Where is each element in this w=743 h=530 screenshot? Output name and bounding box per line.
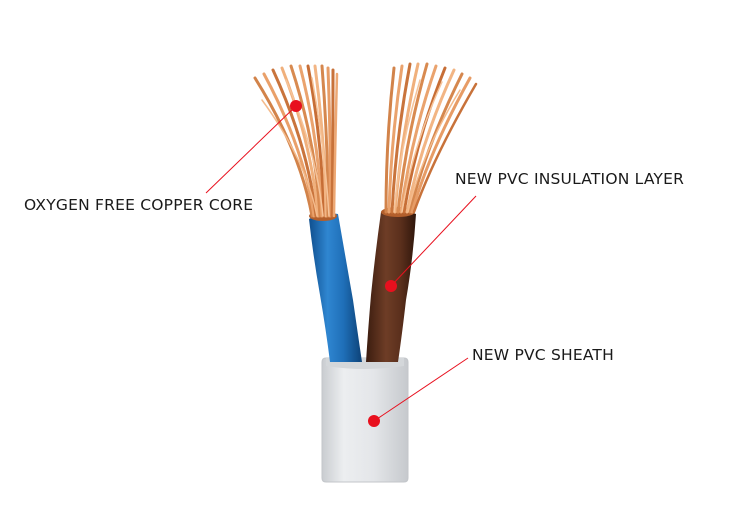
leader-line-sheath	[373, 357, 469, 422]
label-insulation-layer: NEW PVC INSULATION LAYER	[455, 170, 685, 188]
marker-insulation-layer	[385, 280, 397, 292]
copper-strands-right	[384, 62, 478, 214]
pvc-sheath	[321, 357, 409, 483]
label-copper-core: OXYGEN FREE COPPER CORE	[24, 196, 254, 214]
copper-strands-left	[253, 64, 339, 218]
blue-insulated-conductor	[309, 211, 362, 362]
leader-line-insulation	[390, 195, 477, 287]
label-sheath: NEW PVC SHEATH	[472, 346, 614, 364]
marker-sheath	[368, 415, 380, 427]
leader-line-copper	[205, 105, 297, 194]
marker-copper-core	[290, 100, 302, 112]
